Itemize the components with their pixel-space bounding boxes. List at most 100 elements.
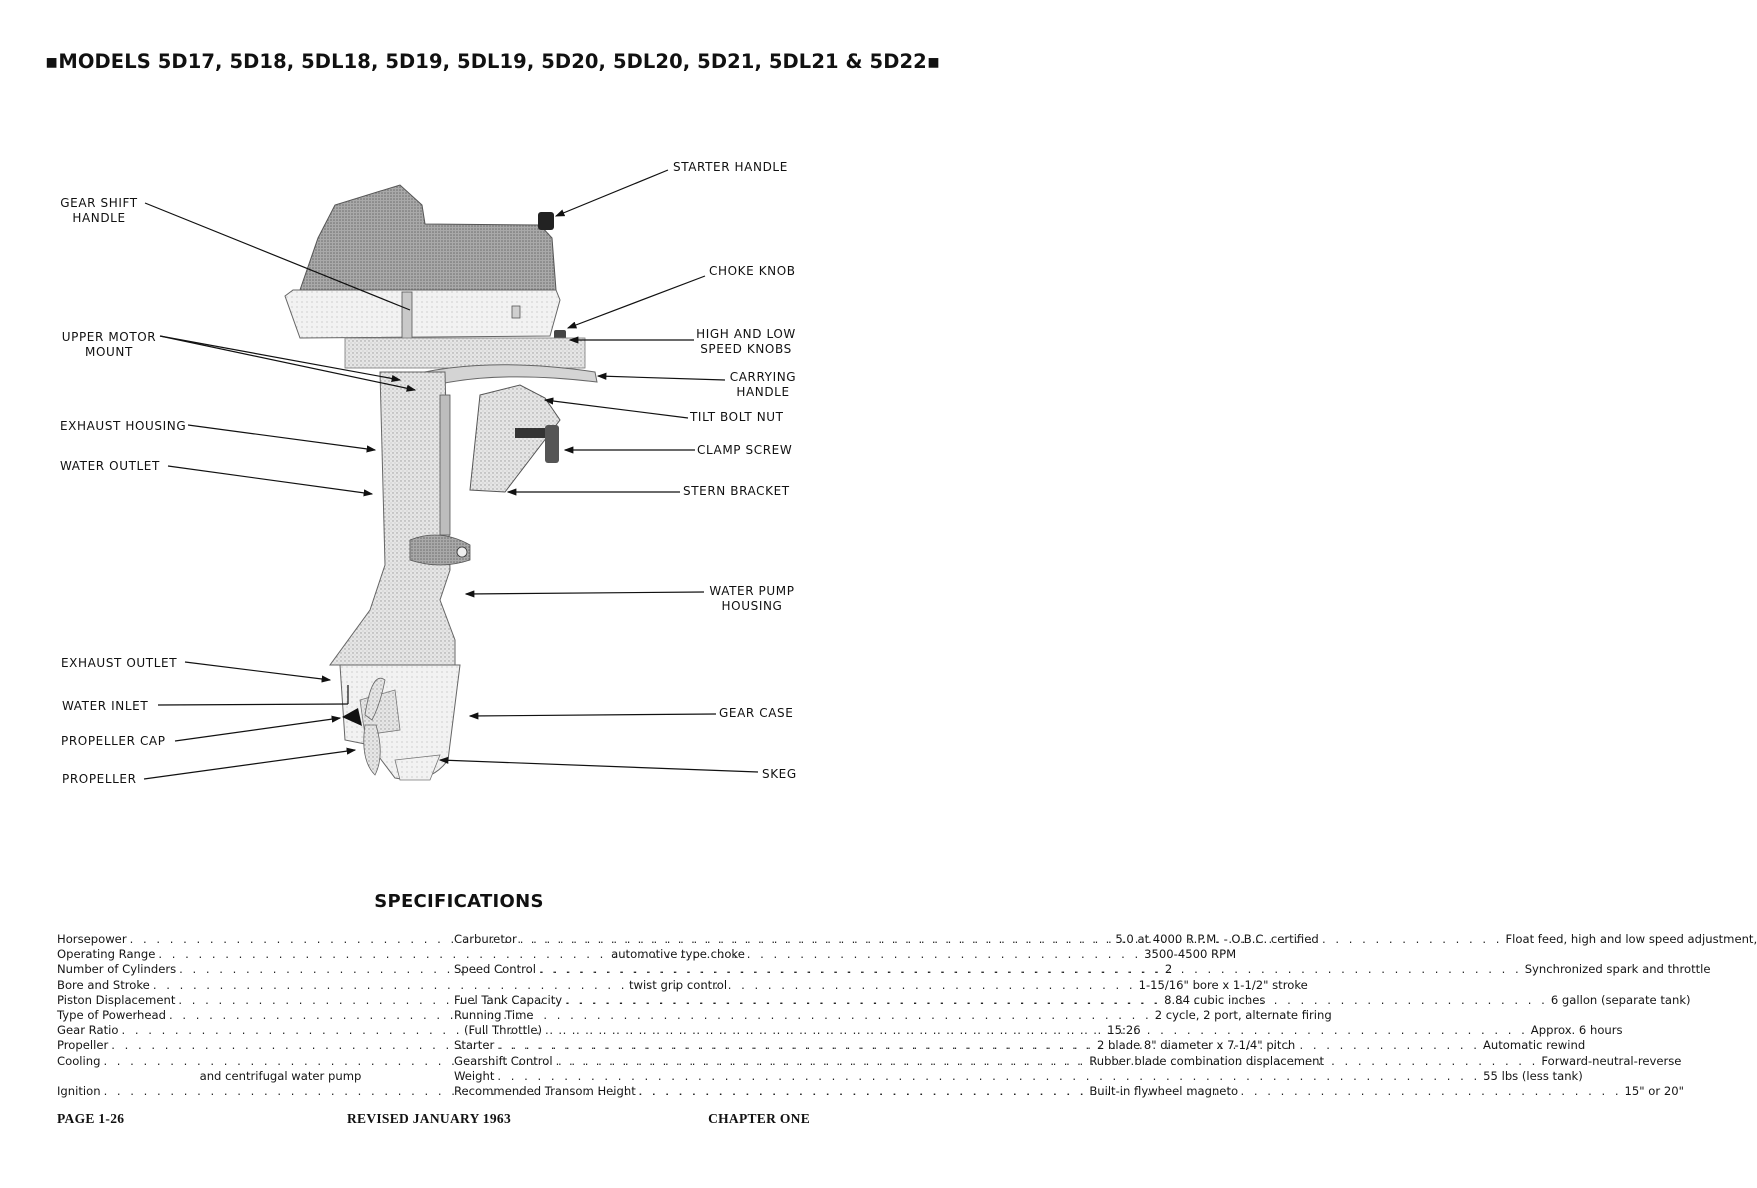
spec-row-transom-height: Recommended Transom Height 15" or 20" [454, 1083, 1684, 1099]
spec-label: Gearshift Control [454, 1053, 553, 1068]
callout-clamp-screw: CLAMP SCREW [697, 443, 793, 457]
spec-label: Bore and Stroke [57, 977, 150, 992]
callout-stern-bracket: STERN BRACKET [683, 484, 790, 498]
callout-upper-mount-line1: UPPER MOTOR [61, 330, 157, 344]
callout-exhaust-housing: EXHAUST HOUSING [60, 419, 187, 433]
spec-value: 15" or 20" [1624, 1083, 1684, 1098]
starter-handle-shape [538, 212, 554, 230]
callout-speed-knobs-line1: HIGH AND LOW [696, 327, 796, 341]
spec-row-carburetor-cont: automotive type choke [454, 947, 812, 962]
callout-speed-knobs-line2: SPEED KNOBS [700, 342, 792, 356]
page-title: ▪MODELS 5D17, 5D18, 5DL18, 5D19, 5DL19, … [45, 50, 941, 73]
motor-hood [284, 184, 561, 339]
callout-skeg: SKEG [762, 767, 797, 781]
callout-water-inlet: WATER INLET [62, 699, 149, 713]
spec-label: Piston Displacement [57, 992, 176, 1007]
callout-water-pump-line1: WATER PUMP [709, 584, 795, 598]
callout-tilt-bolt-nut: TILT BOLT NUT [690, 410, 784, 424]
callout-exhaust-outlet: EXHAUST OUTLET [61, 656, 178, 670]
spec-row-powerhead: Type of Powerhead 2 cycle, 2 port, altern… [57, 1007, 1332, 1023]
spec-value: 1-15/16" bore x 1-1/2" stroke [1138, 977, 1308, 992]
spec-value: 2 cycle, 2 port, alternate firing [1154, 1007, 1332, 1022]
spec-label: (Full Throttle) [464, 1023, 543, 1038]
callout-water-pump-housing: WATER PUMP HOUSING [704, 584, 800, 614]
callout-gear-shift-line2: HANDLE [72, 211, 126, 225]
callout-speed-knobs: HIGH AND LOW SPEED KNOBS [694, 327, 798, 357]
outboard-motor-diagram [143, 169, 759, 781]
spec-row-bore-stroke: Bore and Stroke 1-15/16" bore x 1-1/2" st… [57, 977, 1308, 993]
spec-label: Operating Range [57, 947, 156, 962]
spec-row-gear-ratio: Gear Ratio15:26 [57, 1023, 1141, 1038]
footer-chapter: CHAPTER ONE [708, 1111, 810, 1126]
spec-row-speed-control-cont: twist grip control [454, 978, 812, 993]
callout-carrying-line1: CARRYING [729, 370, 797, 384]
spec-label: Propeller [57, 1038, 109, 1053]
spec-label: Weight [454, 1068, 495, 1083]
specifications-heading: SPECIFICATIONS [374, 891, 544, 912]
spec-row-propeller: Propeller2 blade 8" diameter x 7-1/4" pi… [57, 1038, 1295, 1053]
exhaust-housing-shape [329, 371, 471, 666]
spec-row-weight: Weight 55 lbs (less tank) [454, 1068, 1583, 1084]
callout-choke-knob: CHOKE KNOB [709, 264, 796, 278]
spec-row-ignition: IgnitionBuilt-in flywheel magneto [57, 1083, 1238, 1099]
spec-label: Fuel Tank Capacity [454, 992, 563, 1007]
footer-revised-date: REVISED JANUARY 1963 [346, 1111, 512, 1126]
callout-carrying-handle: CARRYING HANDLE [726, 370, 800, 400]
callout-gear-case: GEAR CASE [719, 706, 794, 720]
callout-water-outlet: WATER OUTLET [60, 459, 160, 473]
upper-mount-shape [344, 337, 598, 393]
spec-label: Number of Cylinders [57, 962, 177, 977]
spec-label: Cooling [57, 1053, 101, 1068]
callout-water-pump-line2: HOUSING [721, 599, 783, 613]
spec-value: Float feed, high and low speed adjustmen… [1505, 932, 1757, 946]
callout-upper-motor-mount: UPPER MOTOR MOUNT [58, 330, 160, 360]
spec-row-carburetor: Carburetor Float feed, high and low speed… [454, 932, 1757, 947]
skeg-shape [394, 754, 441, 781]
spec-value: Automatic rewind [1482, 1038, 1586, 1053]
callout-upper-mount-line2: MOUNT [85, 345, 133, 359]
callout-carrying-line2: HANDLE [736, 385, 790, 399]
spec-row-speed-control: Speed Control Synchronized spark and thro… [454, 962, 1711, 977]
spec-label: Horsepower [57, 932, 127, 946]
stern-bracket-shape [469, 384, 561, 493]
spec-value: 55 lbs (less tank) [1483, 1068, 1583, 1083]
spec-row-starter: Starter Automatic rewind [454, 1038, 1585, 1053]
spec-label: Recommended Transom Height [454, 1083, 636, 1098]
spec-label: Running Time [454, 1007, 534, 1022]
spec-label: Type of Powerhead [57, 1007, 166, 1022]
spec-row-cylinders: Number of Cylinders2 [57, 962, 1172, 977]
propeller-shape [363, 677, 386, 776]
spec-value: and centrifugal water pump [199, 1068, 362, 1083]
spec-value: twist grip control [628, 977, 728, 992]
spec-row-full-throttle: (Full Throttle) Approx. 6 hours [454, 1023, 1623, 1038]
spec-value: automotive type choke [611, 947, 745, 962]
propeller-cap-shape [342, 708, 362, 726]
spec-label: Ignition [57, 1083, 101, 1098]
callout-gear-shift-handle: GEAR SHIFT HANDLE [58, 196, 140, 226]
specifications-right-column: Carburetor Float feed, high and low speed… [454, 932, 1757, 1099]
spec-row-cooling: CoolingRubber blade combination displace… [57, 1053, 1324, 1069]
spec-label: Speed Control [454, 962, 536, 977]
spec-row-cooling-cont: and centrifugal water pump [57, 1069, 414, 1084]
spec-value: Approx. 6 hours [1530, 1023, 1623, 1038]
footer-page-number: PAGE 1-26 [57, 1111, 125, 1126]
spec-label: Carburetor [454, 932, 517, 946]
callout-propeller-cap: PROPELLER CAP [61, 734, 166, 748]
spec-value: Synchronized spark and throttle [1524, 962, 1711, 977]
callout-propeller: PROPELLER [62, 772, 137, 786]
spec-row-gearshift: Gearshift Control Forward-neutral-reverse [454, 1053, 1681, 1069]
spec-row-horsepower: Horsepower5.0 at 4000 R.P.M. - O.B.C. ce… [57, 932, 1319, 947]
leader-lines [143, 169, 759, 780]
specifications-left-column: Horsepower5.0 at 4000 R.P.M. - O.B.C. ce… [57, 932, 1332, 1099]
spec-label: Gear Ratio [57, 1023, 119, 1038]
spec-row-fuel-tank: Fuel Tank Capacity 6 gallon (separate tan… [454, 992, 1691, 1008]
callout-starter-handle: STARTER HANDLE [673, 160, 788, 174]
spec-value: 6 gallon (separate tank) [1550, 992, 1691, 1007]
spec-label: Starter [454, 1038, 495, 1053]
spec-value: 3500-4500 RPM [1144, 947, 1237, 962]
spec-row-running-time: Running Time [454, 1008, 812, 1023]
spec-row-displacement: Piston Displacement8.84 cubic inches [57, 992, 1265, 1008]
spec-value: Forward-neutral-reverse [1541, 1053, 1682, 1068]
spec-row-operating-range: Operating Range 3500-4500 RPM [57, 947, 1236, 962]
callout-gear-shift-line1: GEAR SHIFT [60, 196, 138, 210]
